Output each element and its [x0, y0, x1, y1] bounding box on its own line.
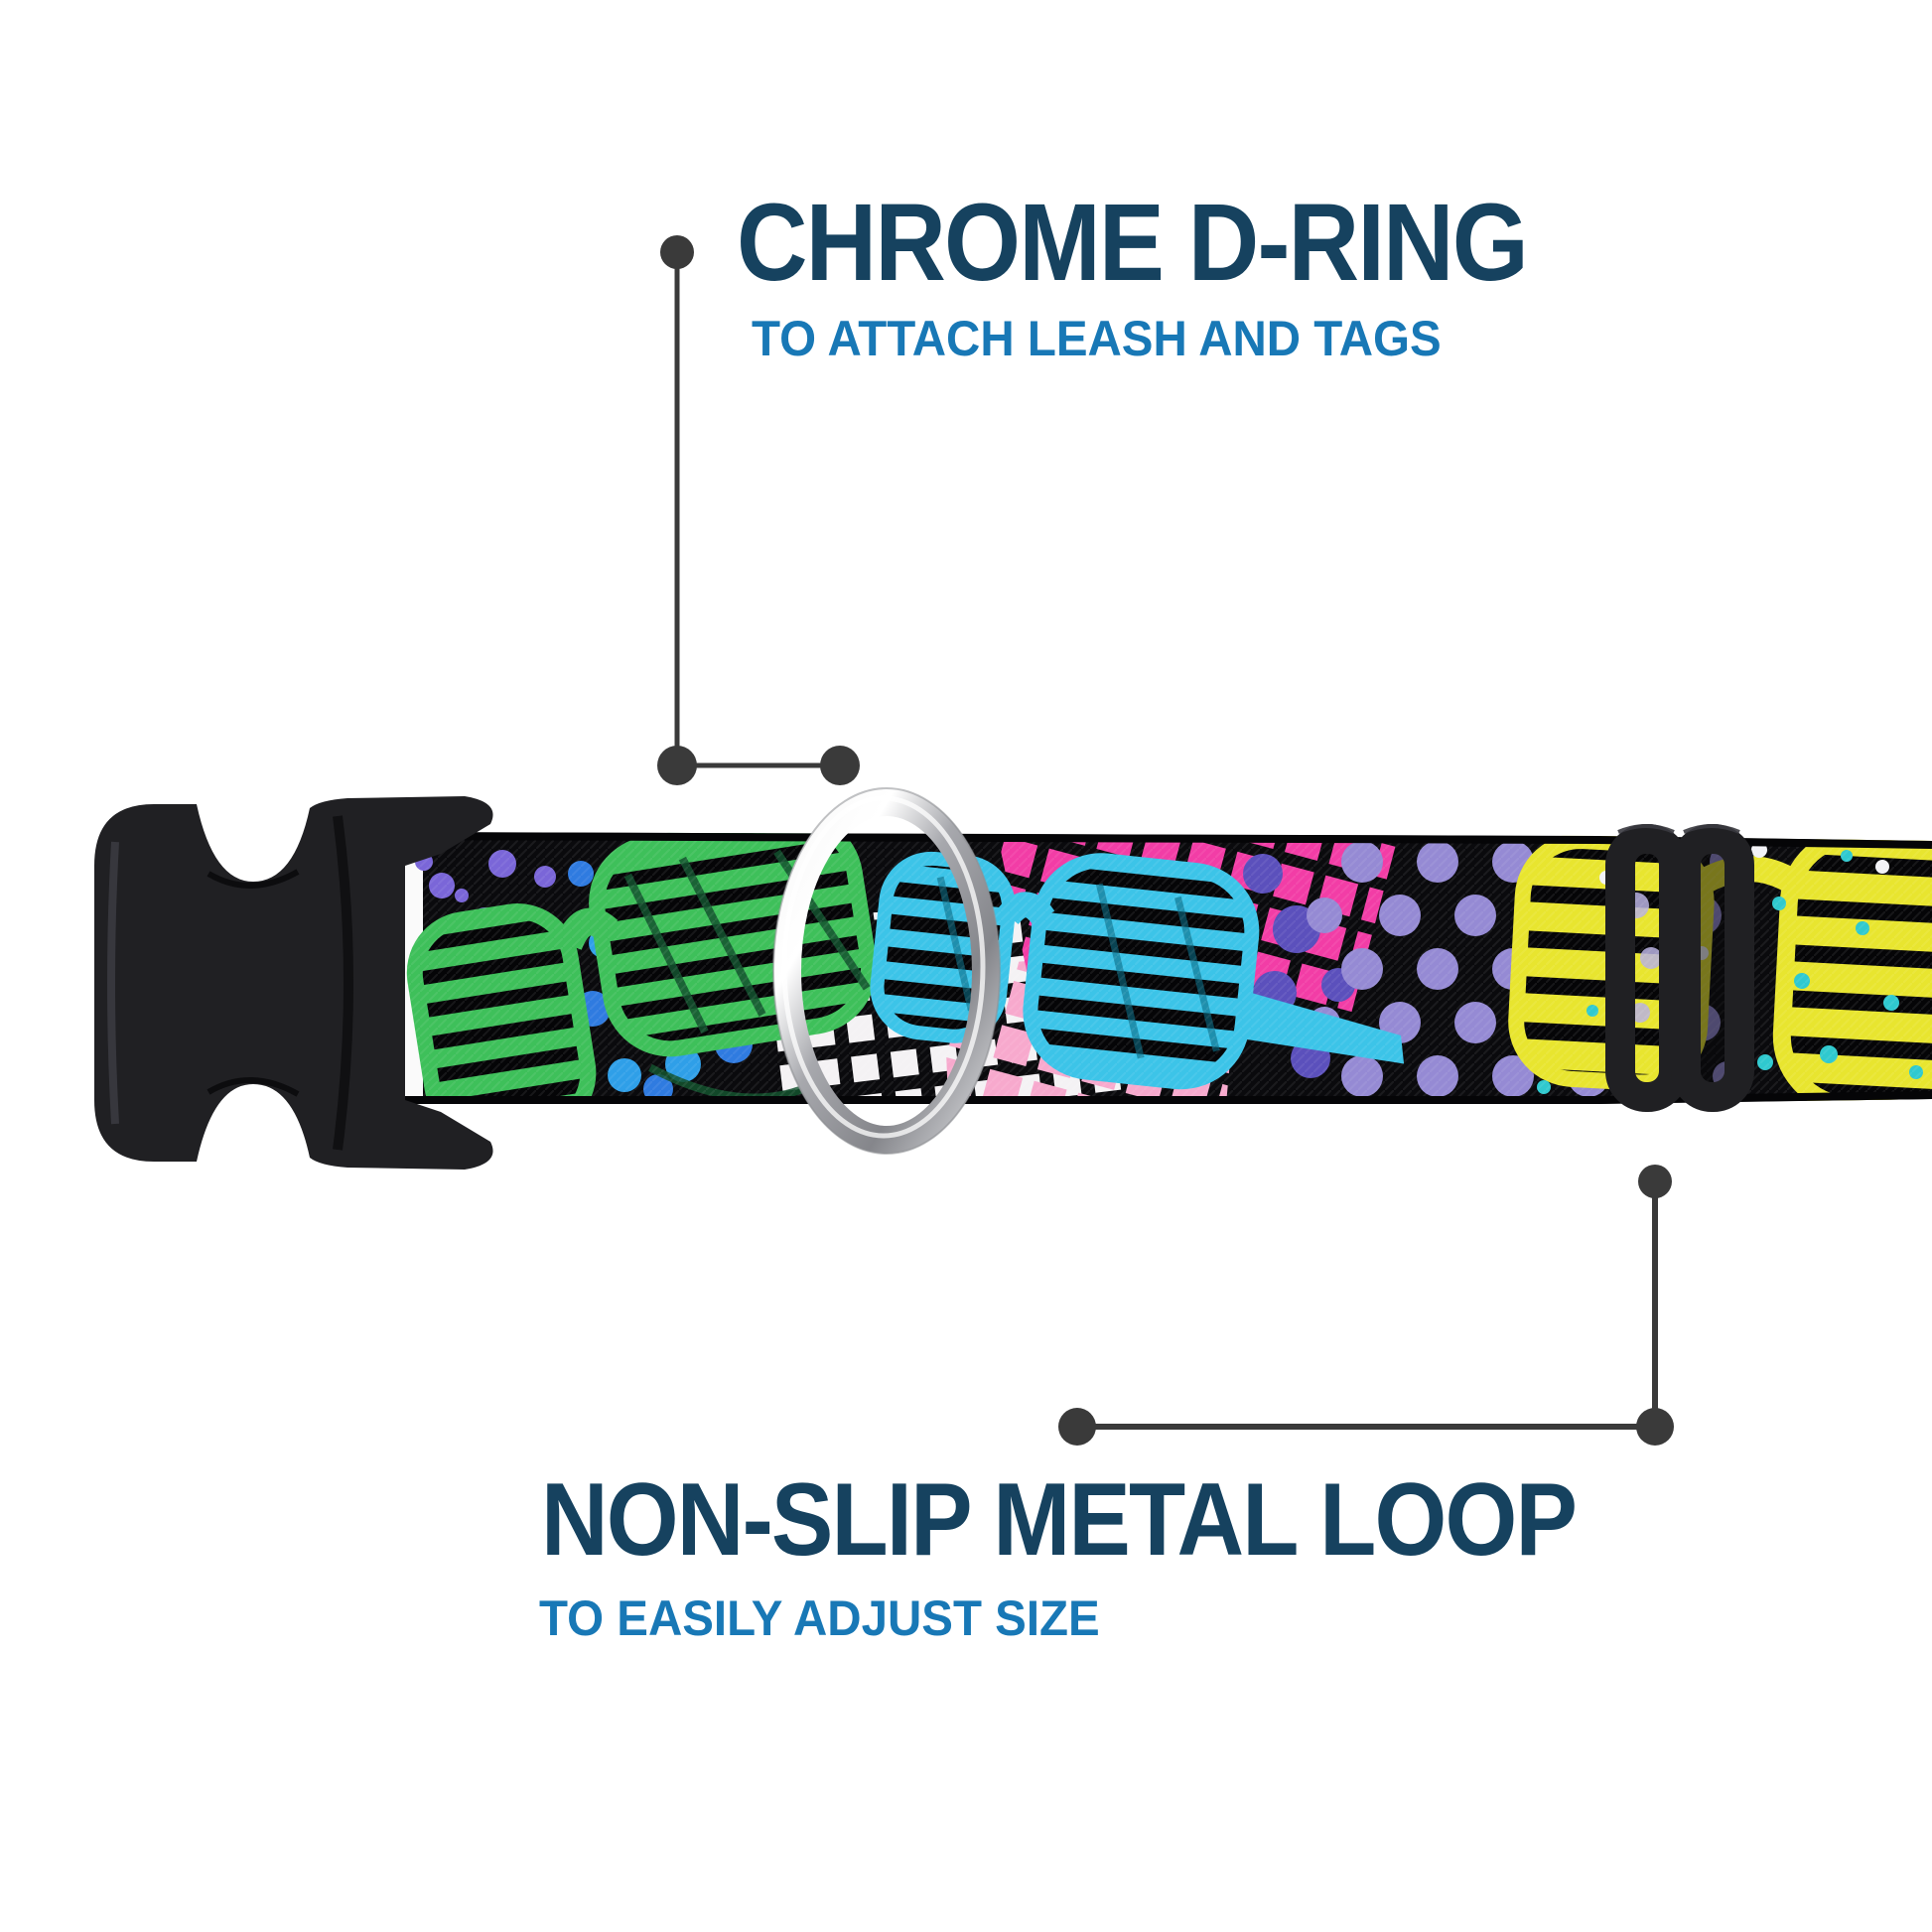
- callout-dot: [657, 746, 697, 785]
- callout-dot: [660, 235, 694, 269]
- buckle: [94, 796, 493, 1170]
- callout-dot: [1058, 1408, 1096, 1446]
- callout-top-connector: [657, 235, 860, 785]
- bottom-callout-subtitle: TO EASILY ADJUST SIZE: [539, 1591, 1100, 1646]
- webbing-edges: [399, 832, 1932, 1104]
- buckle-contours: [107, 815, 353, 1151]
- callout-dot: [1638, 1165, 1672, 1198]
- top-callout-title: CHROME D-RING: [737, 182, 1527, 304]
- bottom-callout-title: NON-SLIP METAL LOOP: [541, 1460, 1576, 1577]
- top-callout-subtitle: TO ATTACH LEASH AND TAGS: [752, 312, 1442, 366]
- chrome-d-ring: [772, 787, 1001, 1155]
- metal-loop-slider: [1605, 824, 1754, 1112]
- callout-dot: [820, 746, 860, 785]
- callout-dot: [1636, 1408, 1674, 1446]
- callout-bottom-connector: [1058, 1165, 1674, 1446]
